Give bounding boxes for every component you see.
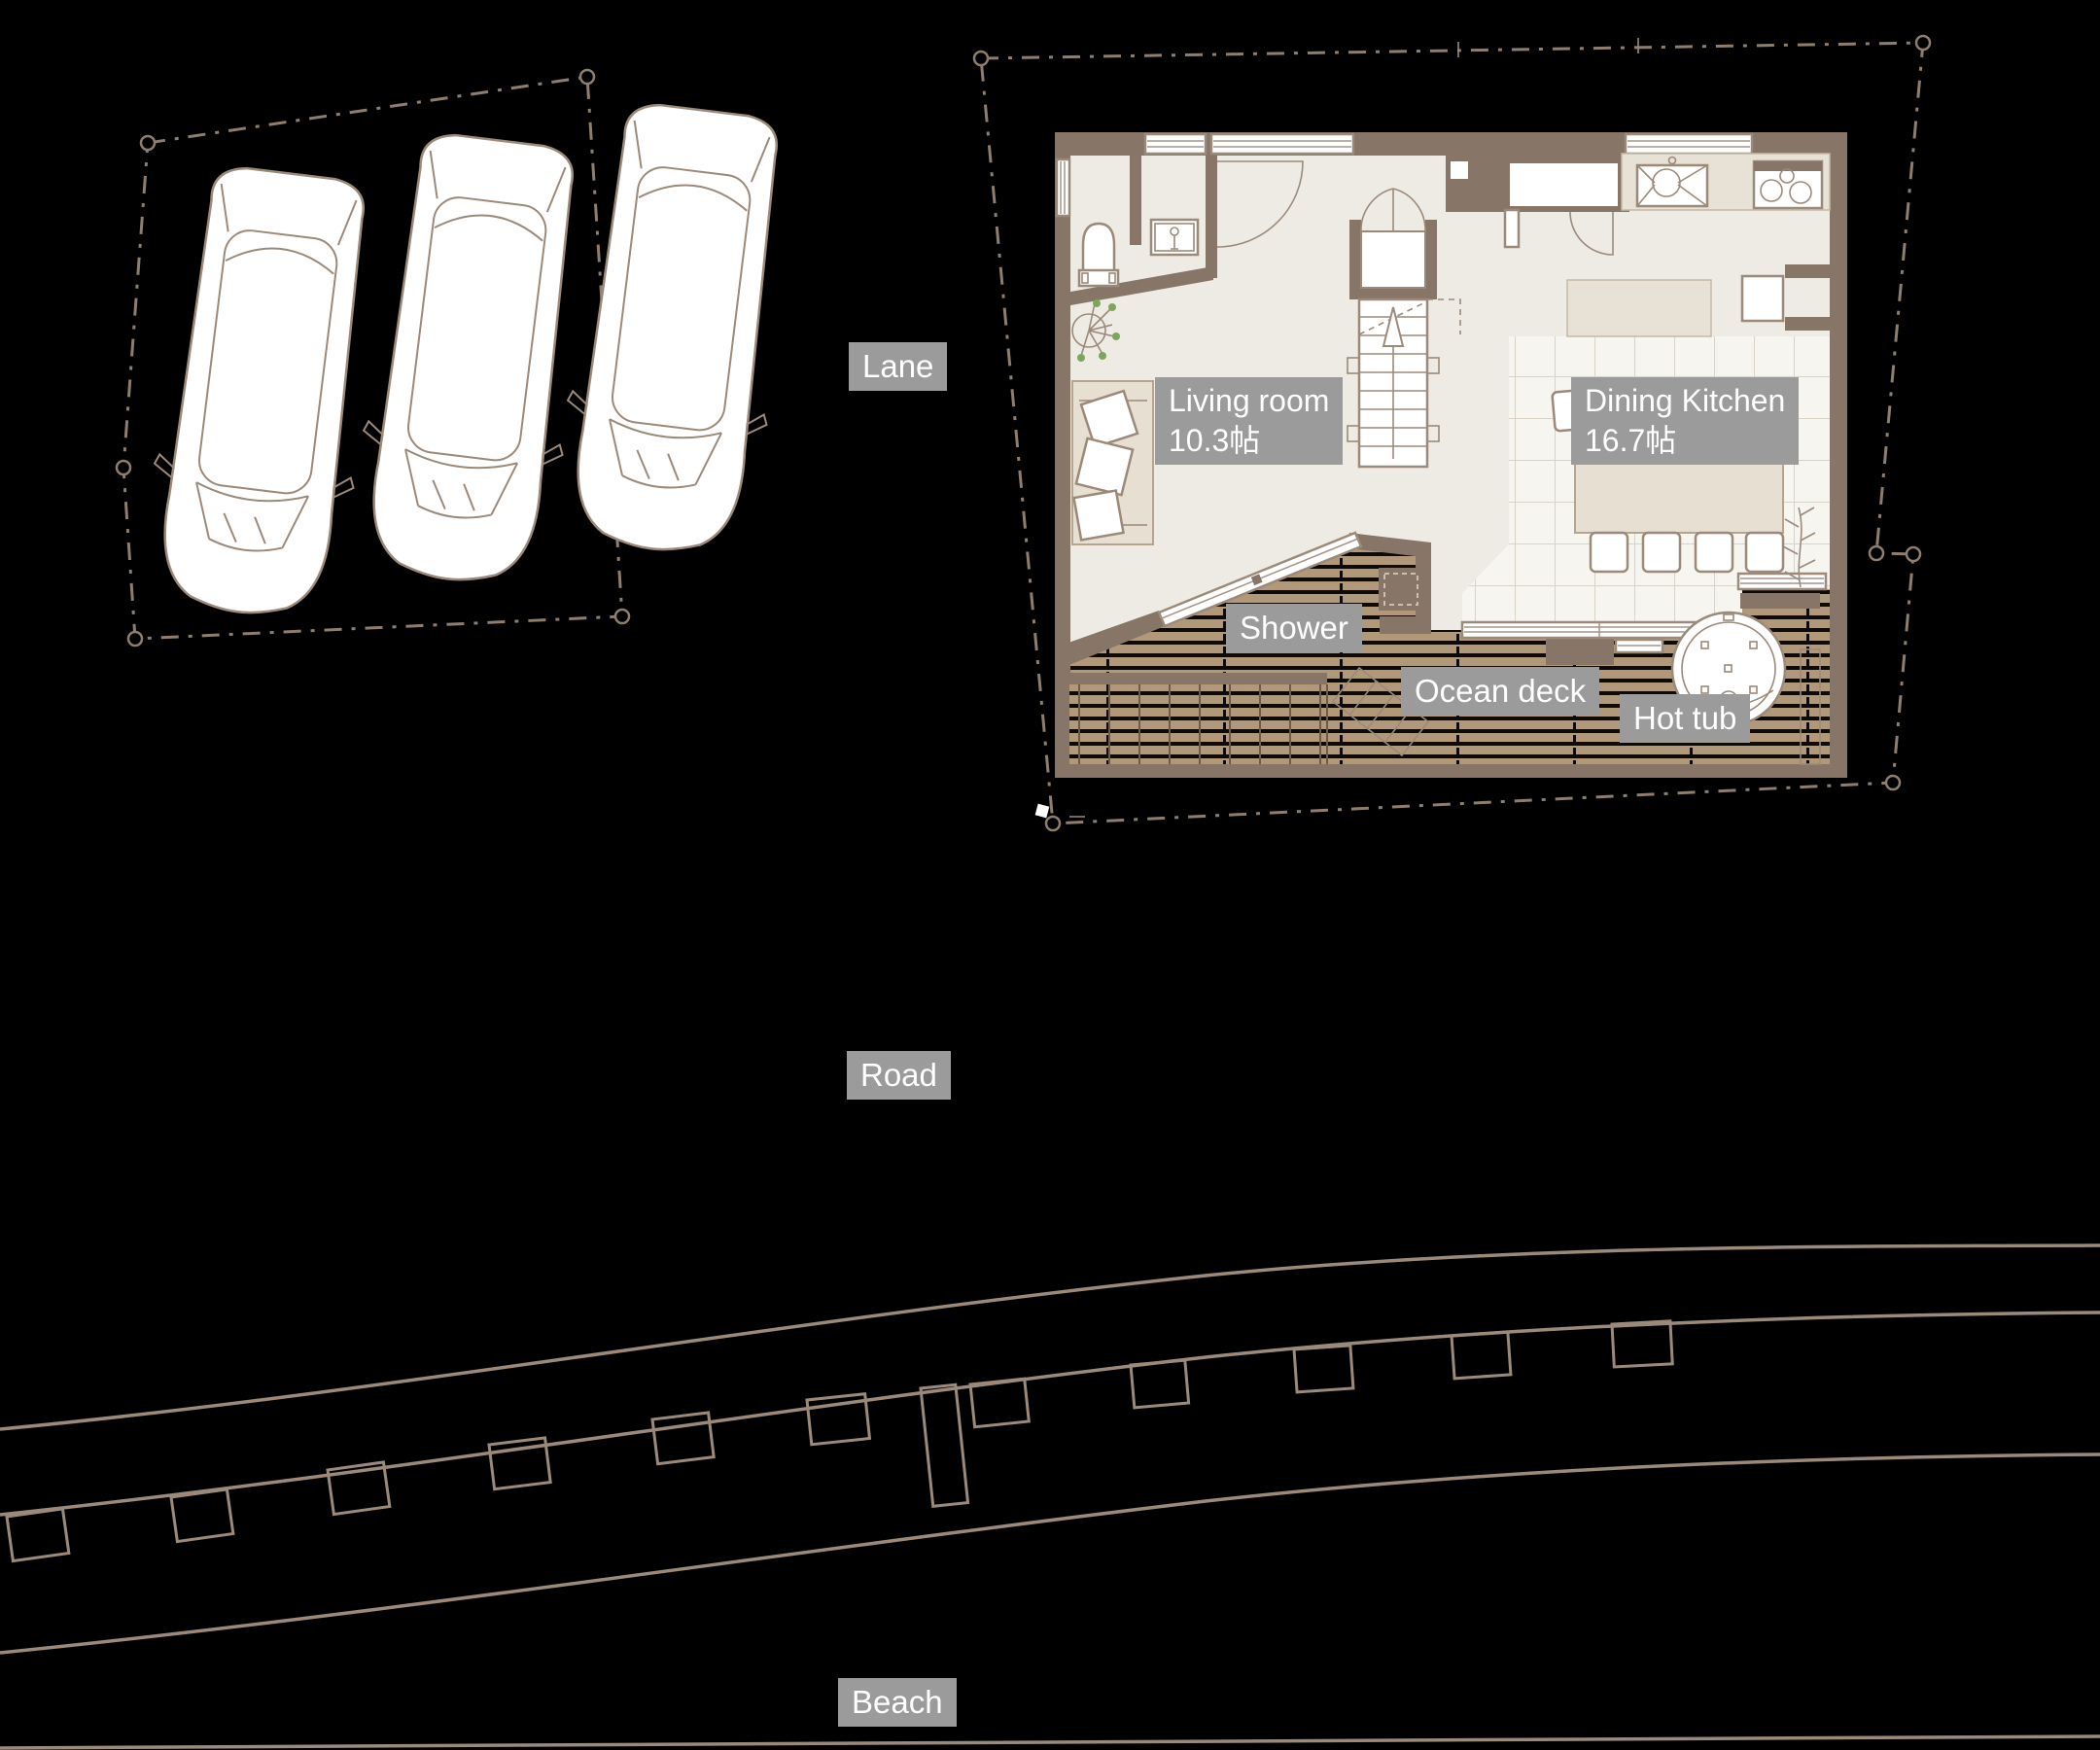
road-edge-middle [0,1311,2100,1517]
road-marker [968,1377,1031,1429]
dining-kitchen-area: 16.7帖 [1585,422,1677,458]
toilet [1077,222,1120,288]
lane-label: Lane [849,342,948,392]
elevator [1349,188,1437,299]
stove [1752,159,1824,210]
beach-edge [0,1734,2100,1750]
parking-boundary [122,75,624,641]
road-markers [5,1319,1674,1563]
road-marker [1610,1319,1674,1369]
branch-plant-icon [1782,507,1816,588]
car-1 [136,159,392,626]
cabinet [1740,274,1785,323]
glass-wall [1157,531,1363,628]
door-arcs [1216,160,1614,256]
road-label: Road [847,1051,951,1101]
sliding-door [1460,620,1742,640]
entry-niche [1510,163,1618,206]
kitchen-counter [1621,153,1831,211]
hot-tub-label: Hot tub [1620,694,1751,744]
road-marker [1129,1358,1191,1410]
stairs [1347,298,1461,469]
windows [1055,132,1828,654]
dining-kitchen-label: Dining Kitchen 16.7帖 [1571,377,1800,465]
road-marker [650,1411,716,1466]
ocean-deck-label: Ocean deck [1401,667,1600,717]
deck-steps [1331,666,1430,757]
hot-tub-label-text: Hot tub [1633,700,1737,736]
ocean-deck-label-text: Ocean deck [1415,673,1587,709]
road-marker [919,1382,970,1508]
shower-label: Shower [1226,604,1362,653]
deck-bench [1800,648,1821,765]
kitchen-island [1566,279,1712,337]
sofa [1071,380,1154,545]
dining-kitchen-name: Dining Kitchen [1585,383,1786,418]
living-room-area: 10.3帖 [1169,422,1261,458]
living-room-label: Living room 10.3帖 [1155,377,1344,465]
plant-icon [1071,299,1120,362]
road-marker [326,1460,392,1517]
shower-label-text: Shower [1240,610,1348,646]
parked-cars [136,96,805,626]
road-marker [487,1436,552,1491]
car-3 [549,96,805,563]
washbasin [1149,218,1200,257]
kitchen-sink [1635,156,1709,208]
living-room-name: Living room [1169,383,1330,418]
deck-lower-grid [1068,673,1328,764]
road-marker [805,1392,872,1447]
road-marker [5,1507,71,1563]
road-marker [1292,1344,1355,1394]
property-boundary [972,34,1932,832]
shower-unit [1379,568,1423,611]
road-edge-lower [0,1452,2100,1655]
beach-label-text: Beach [852,1684,943,1720]
lane-label-text: Lane [862,348,934,384]
entry-door-panel [1503,208,1521,249]
road-marker [169,1488,235,1544]
road-marker [1450,1330,1513,1381]
road-label-text: Road [860,1057,937,1093]
building [1055,132,1847,778]
road-edge-upper [0,1243,2100,1431]
car-2 [345,126,601,593]
road-area [0,1243,2100,1750]
beach-label: Beach [838,1678,957,1728]
parking-area [115,68,805,648]
